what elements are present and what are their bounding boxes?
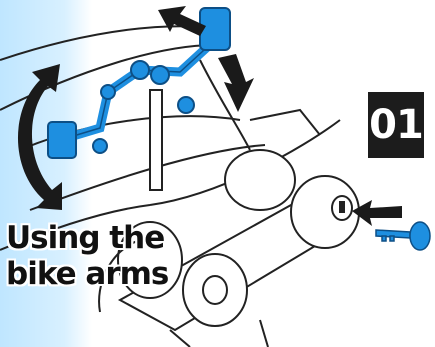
key-icon [376, 222, 430, 250]
caption-title: Using the bike arms [6, 220, 168, 292]
insert-arrow-icon [352, 200, 402, 226]
caption-line-1: Using the [6, 220, 168, 256]
step-number-badge: 01 [368, 92, 424, 158]
step-number: 01 [369, 102, 423, 148]
support-pole [150, 90, 162, 190]
caption-line-2: bike arms [6, 256, 168, 292]
